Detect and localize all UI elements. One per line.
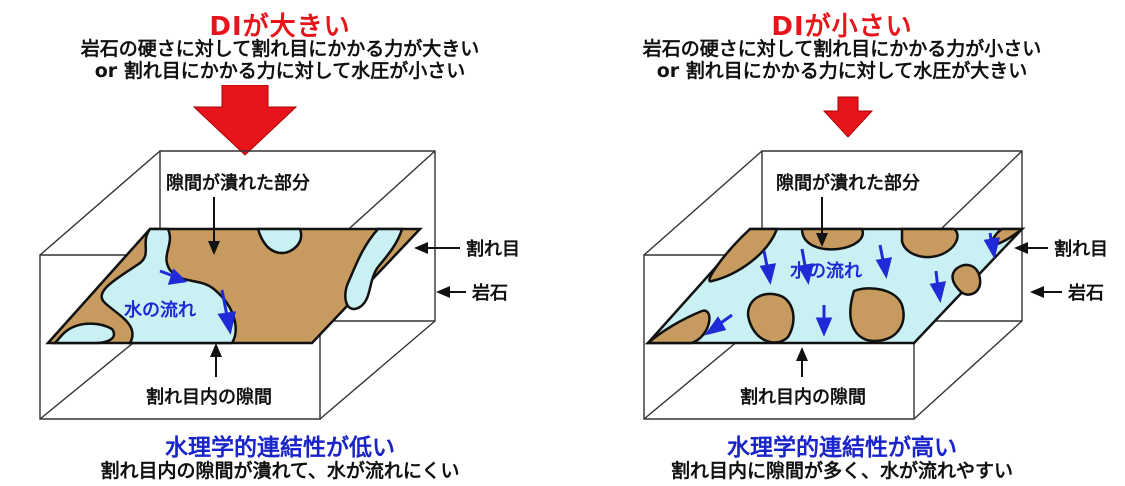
- water-channels: [52, 227, 404, 345]
- gap-label: 割れ目内の隙間: [740, 386, 866, 408]
- caption-main: 水理学的連結性が高い: [727, 435, 957, 461]
- load-arrow: [822, 96, 874, 138]
- fracture-label: 割れ目: [466, 238, 520, 260]
- gap-label: 割れ目内の隙間: [146, 386, 272, 408]
- water-flow-label: 水の流れ: [124, 299, 196, 321]
- caption-sub: 割れ目内の隙間が潰れて、水が流れにくい: [100, 460, 460, 482]
- panel-subtitle-line2: or 割れ目にかかる力に対して水圧が小さい: [94, 60, 466, 82]
- crushed-part-label: 隙間が潰れた部分: [776, 172, 920, 194]
- panel-subtitle-line1: 岩石の硬さに対して割れ目にかかる力が大きい: [80, 38, 480, 60]
- caption-sub: 割れ目内に隙間が多く、水が流れやすい: [670, 460, 1013, 482]
- panel-high-di: DIが大きい 岩石の硬さに対して割れ目にかかる力が大きい or 割れ目にかかる力…: [0, 0, 560, 486]
- fracture-diagram: 水の流れ 隙間が潰れた部分 割れ目 岩石 割れ目内の隙間: [643, 96, 1108, 420]
- flow-arrows: [159, 268, 236, 335]
- crushed-part-label: 隙間が潰れた部分: [166, 172, 310, 194]
- fracture-label: 割れ目: [1054, 238, 1108, 260]
- caption-main: 水理学的連結性が低い: [165, 435, 395, 461]
- flow-arrows: [704, 232, 1001, 337]
- panel-low-di: DIが小さい 岩石の硬さに対して割れ目にかかる力が小さい or 割れ目にかかる力…: [562, 0, 1122, 486]
- panel-title: DIが小さい: [771, 12, 913, 42]
- panel-subtitle-line2: or 割れ目にかかる力に対して水圧が大きい: [656, 60, 1028, 82]
- fracture-diagram: 水の流れ 隙間が潰れた部分 割れ目 岩石 割れ目内の隙間: [39, 85, 520, 420]
- rock-contacts: [644, 227, 1026, 345]
- rock-label: 岩石: [471, 282, 508, 304]
- water-flow-label: 水の流れ: [790, 260, 862, 282]
- load-arrow: [192, 85, 298, 156]
- panel-subtitle-line1: 岩石の硬さに対して割れ目にかかる力が小さい: [642, 38, 1042, 60]
- panel-title: DIが大きい: [209, 12, 351, 42]
- rock-label: 岩石: [1067, 282, 1104, 304]
